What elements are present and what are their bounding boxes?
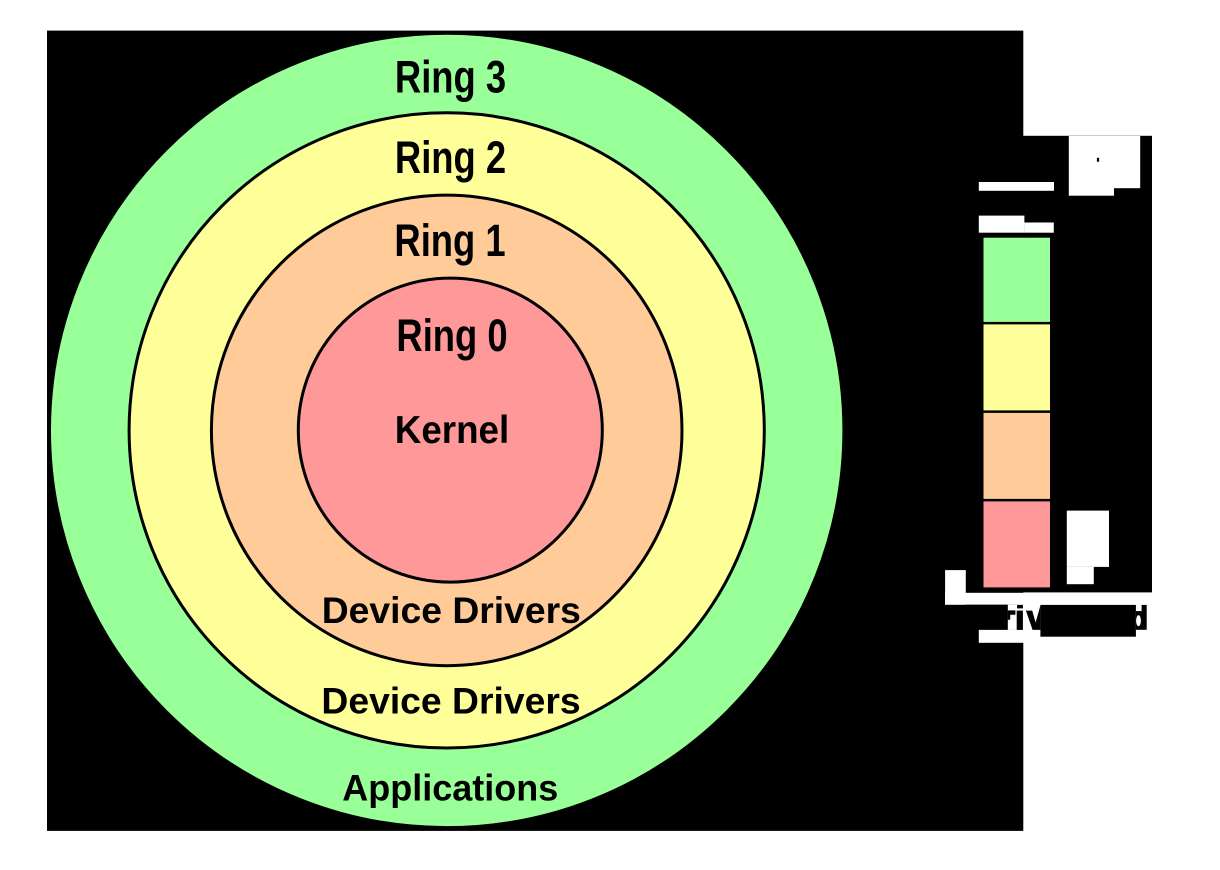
svg-text:Ring 0: Ring 0 bbox=[396, 310, 507, 361]
svg-text:Applications: Applications bbox=[342, 767, 558, 809]
svg-text:Ring 2: Ring 2 bbox=[395, 132, 506, 183]
svg-text:Ring 3: Ring 3 bbox=[395, 52, 506, 103]
svg-text:Ring 1: Ring 1 bbox=[394, 215, 505, 266]
svg-text:Kernel: Kernel bbox=[395, 408, 509, 451]
svg-text:Device Drivers: Device Drivers bbox=[322, 589, 581, 631]
svg-text:Device Drivers: Device Drivers bbox=[321, 680, 580, 722]
